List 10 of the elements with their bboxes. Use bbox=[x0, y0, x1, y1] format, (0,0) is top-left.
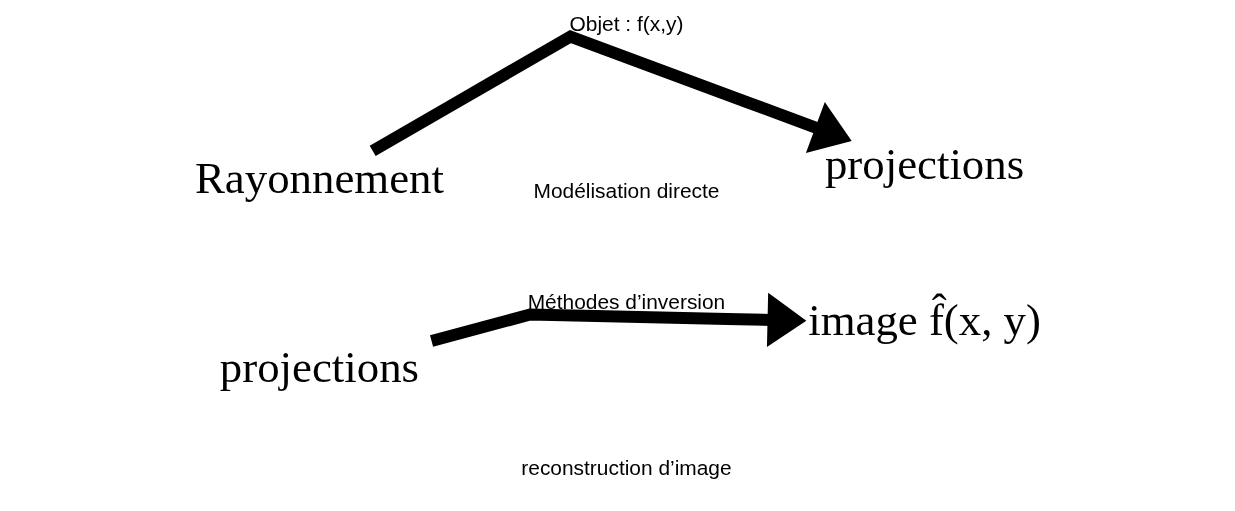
node-text: projections bbox=[219, 342, 419, 393]
edge-label: Méthodes d’inversion bbox=[527, 289, 726, 313]
label: Modélisation directe bbox=[533, 178, 720, 202]
node-text: Rayonnement bbox=[194, 152, 444, 203]
node-text: image f̂(x, y) bbox=[808, 294, 1041, 345]
arrow bbox=[369, 30, 852, 156]
arrow bbox=[430, 292, 807, 348]
node-text: projections bbox=[824, 139, 1025, 190]
label: reconstruction d’image bbox=[521, 456, 732, 480]
edge-label: Objet : f(x,y) bbox=[569, 11, 684, 35]
